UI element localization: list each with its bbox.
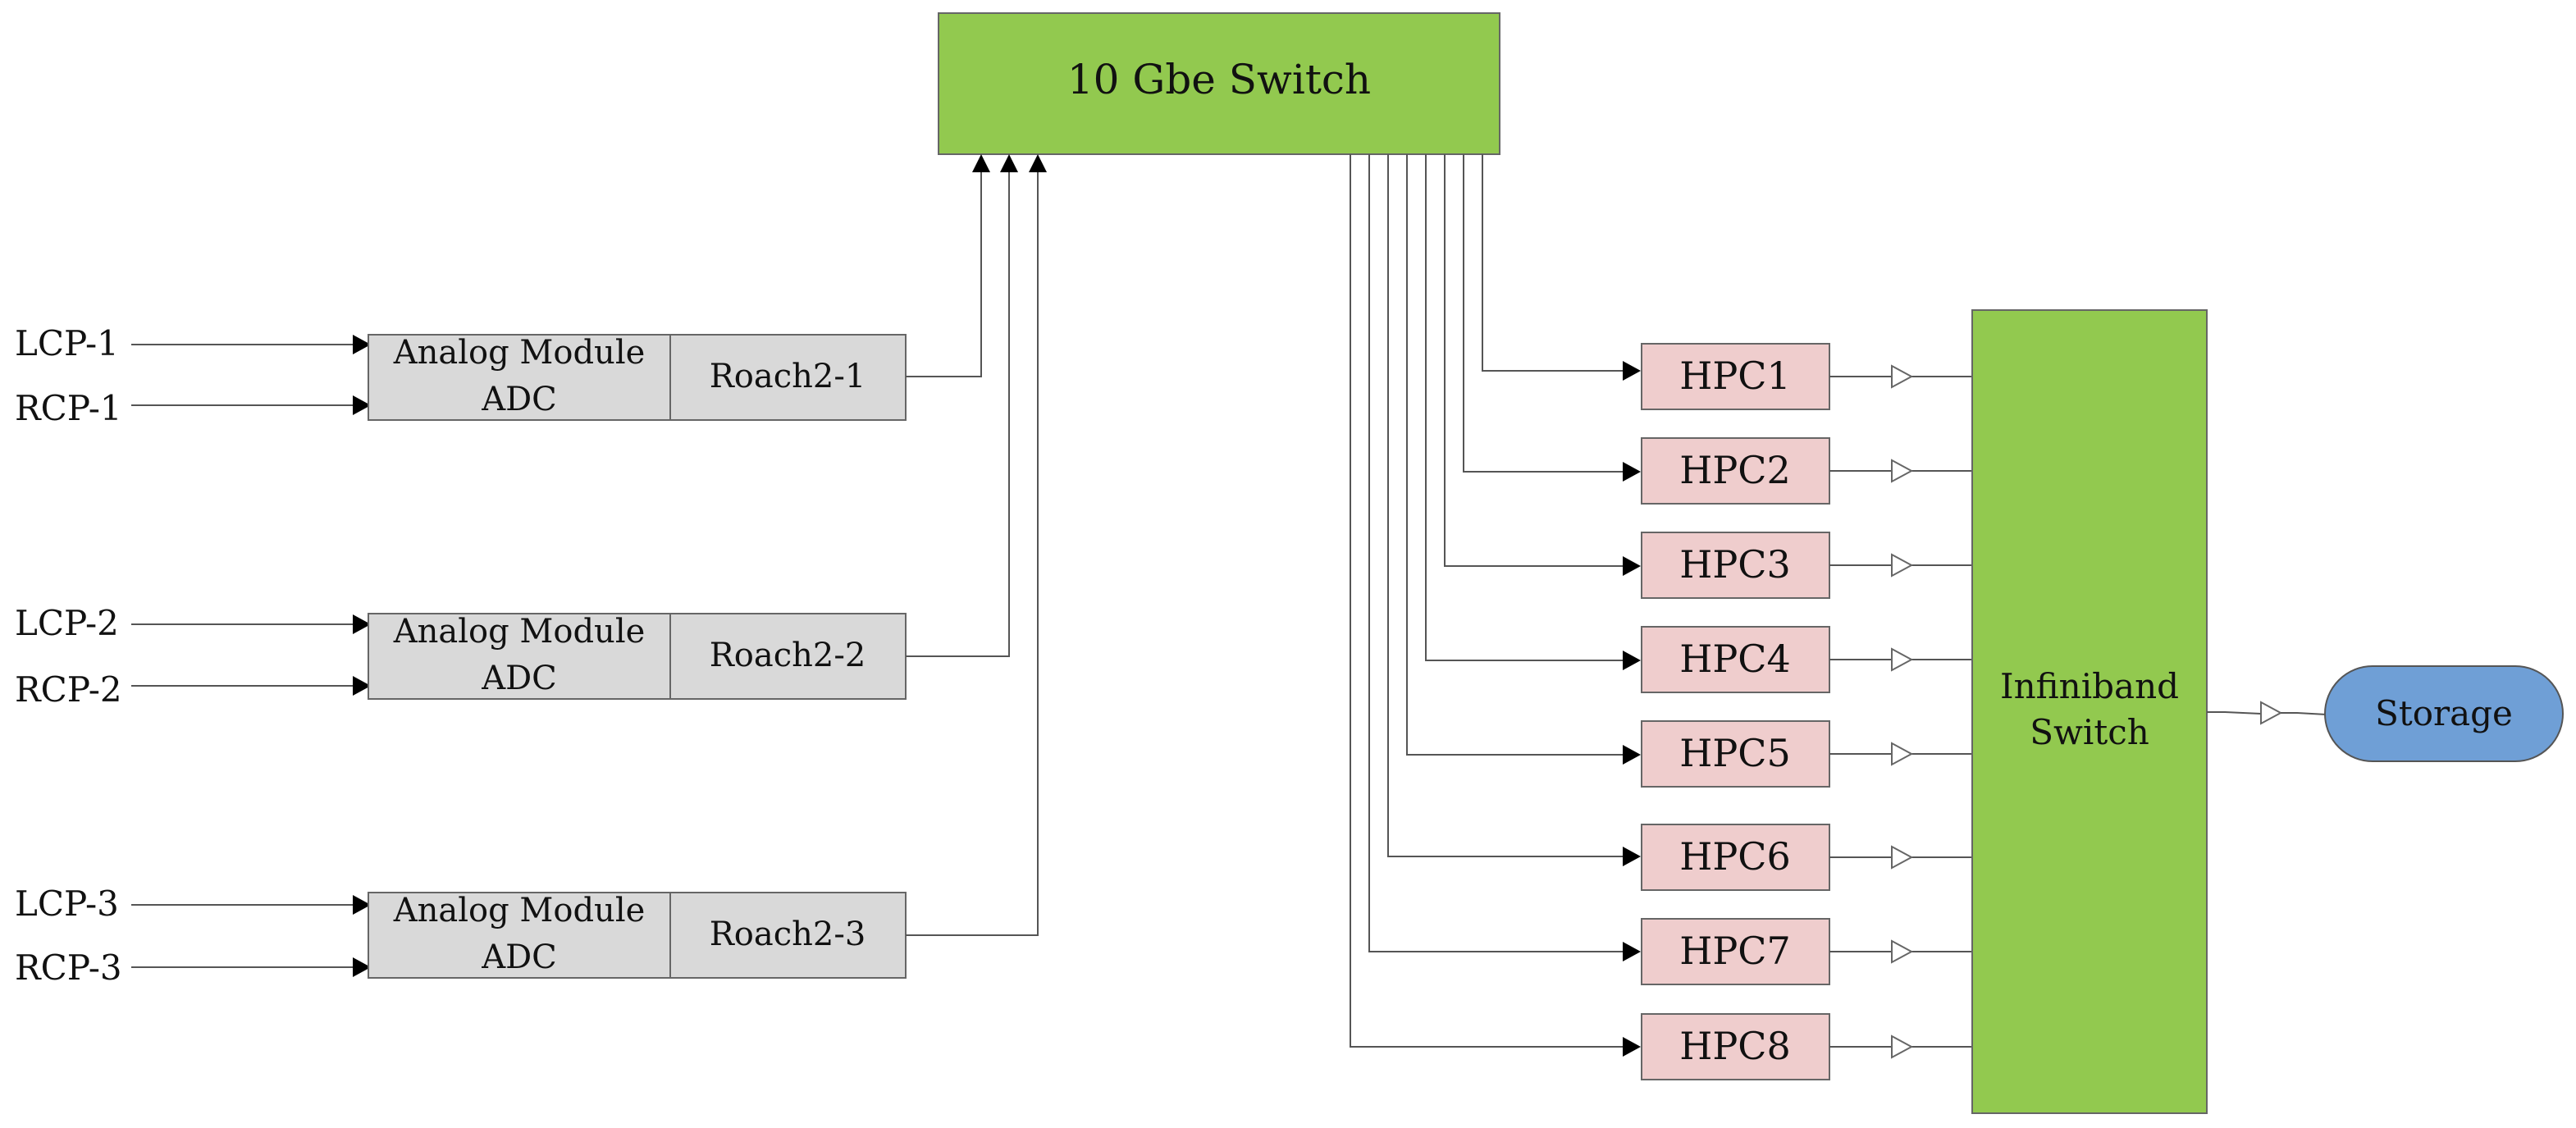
analog-module-box xyxy=(368,892,671,979)
hpc-label: HPC6 xyxy=(1679,834,1791,879)
arrow-icon xyxy=(1623,462,1641,482)
hpc-node: HPC2 xyxy=(1641,437,1830,505)
roach-label: Roach2-3 xyxy=(710,916,866,953)
arrow-icon xyxy=(1000,154,1018,172)
hpc-node: HPC5 xyxy=(1641,720,1830,788)
hpc-label: HPC8 xyxy=(1679,1024,1791,1068)
hollow-arrow-icon xyxy=(1891,845,1914,870)
downlink-wire xyxy=(1425,154,1623,661)
hollow-arrow-icon xyxy=(1891,1034,1914,1059)
arrow-icon xyxy=(1623,942,1641,961)
link-wire xyxy=(2207,711,2262,715)
rcp-label: RCP-1 xyxy=(15,388,122,428)
downlink-wire xyxy=(1482,154,1623,372)
input-row-2: LCP-2 RCP-2 Analog Module ADC Roach2-2 xyxy=(15,603,907,710)
rcp-label: RCP-2 xyxy=(15,669,122,710)
hpc-column: HPC1 HPC2 HPC3 HPC4 HPC5 HPC6 HPC7 HPC8 xyxy=(1641,343,1830,1080)
hollow-arrow-icon xyxy=(1891,742,1914,766)
downlink-wire xyxy=(1406,154,1623,756)
arrow-icon xyxy=(1623,651,1641,670)
infiniband-links xyxy=(1829,364,1972,1059)
arrow-icon xyxy=(353,614,371,634)
hollow-arrow-icon xyxy=(2260,701,2283,725)
hpc-label: HPC2 xyxy=(1679,448,1791,492)
uplink-wire xyxy=(906,169,1039,936)
input-row-3: LCP-3 RCP-3 Analog Module ADC Roach2-3 xyxy=(15,884,907,988)
hollow-arrow-icon xyxy=(1891,647,1914,672)
downlink-wire xyxy=(1387,154,1623,857)
hollow-arrow-icon xyxy=(1891,939,1914,964)
hpc-downlinks xyxy=(1350,154,1641,1057)
arrow-icon xyxy=(353,335,371,354)
lcp-label: LCP-1 xyxy=(15,323,119,363)
hpc-label: HPC1 xyxy=(1679,354,1791,398)
lcp-label: LCP-2 xyxy=(15,603,119,643)
hpc-node: HPC4 xyxy=(1641,626,1830,693)
roach-box xyxy=(669,334,907,421)
arrow-icon xyxy=(353,957,371,977)
infiniband-switch: Infiniband Switch xyxy=(1971,309,2208,1114)
infiniband-label-line1: Infiniband xyxy=(2000,666,2179,706)
arrow-icon xyxy=(1029,154,1047,172)
adc-label: ADC xyxy=(481,660,557,697)
input-row-1: LCP-1 RCP-1 Analog Module ADC Roach2-1 xyxy=(15,323,907,428)
hpc-node: HPC1 xyxy=(1641,343,1830,410)
link-wire xyxy=(2281,712,2327,715)
hollow-arrow-icon xyxy=(1891,364,1914,389)
storage-link xyxy=(2207,701,2327,725)
hpc-label: HPC7 xyxy=(1679,929,1791,973)
arrow-icon xyxy=(353,676,371,696)
roach-label: Roach2-1 xyxy=(710,358,866,395)
analog-module-label: Analog Module xyxy=(393,892,646,929)
hpc-label: HPC5 xyxy=(1679,731,1791,775)
hpc-label: HPC4 xyxy=(1679,637,1791,681)
arrow-icon xyxy=(353,395,371,415)
downlink-wire xyxy=(1463,154,1623,473)
arrow-icon xyxy=(1623,1037,1641,1057)
lcp-label: LCP-3 xyxy=(15,884,119,924)
adc-label: ADC xyxy=(481,381,557,418)
arrow-icon xyxy=(1623,556,1641,576)
storage-label: Storage xyxy=(2375,693,2513,733)
infiniband-label-line2: Switch xyxy=(2030,712,2149,752)
arrow-icon xyxy=(1623,847,1641,866)
roach-label: Roach2-2 xyxy=(710,637,866,674)
hpc-node: HPC7 xyxy=(1641,918,1830,985)
downlink-wire xyxy=(1350,154,1623,1048)
arrow-icon xyxy=(972,154,990,172)
downlink-wire xyxy=(1444,154,1623,567)
arrow-icon xyxy=(353,895,371,915)
ten-gbe-switch: 10 Gbe Switch xyxy=(938,12,1500,155)
ten-gbe-switch-label: 10 Gbe Switch xyxy=(1067,56,1371,103)
analog-module-label: Analog Module xyxy=(393,334,646,372)
downlink-wire xyxy=(1368,154,1623,952)
hpc-node: HPC8 xyxy=(1641,1013,1830,1080)
arrow-icon xyxy=(1623,745,1641,765)
hollow-arrow-icon xyxy=(1891,459,1914,483)
hollow-arrow-icon xyxy=(1891,553,1914,578)
arrow-icon xyxy=(1623,361,1641,381)
storage-node: Storage xyxy=(2324,665,2564,762)
hpc-node: HPC6 xyxy=(1641,824,1830,891)
roach-box xyxy=(669,892,907,979)
uplink-wire xyxy=(906,169,982,377)
rcp-label: RCP-3 xyxy=(15,948,122,988)
analog-module-box xyxy=(368,334,671,421)
adc-label: ADC xyxy=(481,938,557,976)
hpc-node: HPC3 xyxy=(1641,532,1830,599)
analog-module-label: Analog Module xyxy=(393,613,646,651)
roach-uplinks xyxy=(906,154,1047,936)
hpc-label: HPC3 xyxy=(1679,542,1791,587)
uplink-wire xyxy=(906,169,1010,657)
